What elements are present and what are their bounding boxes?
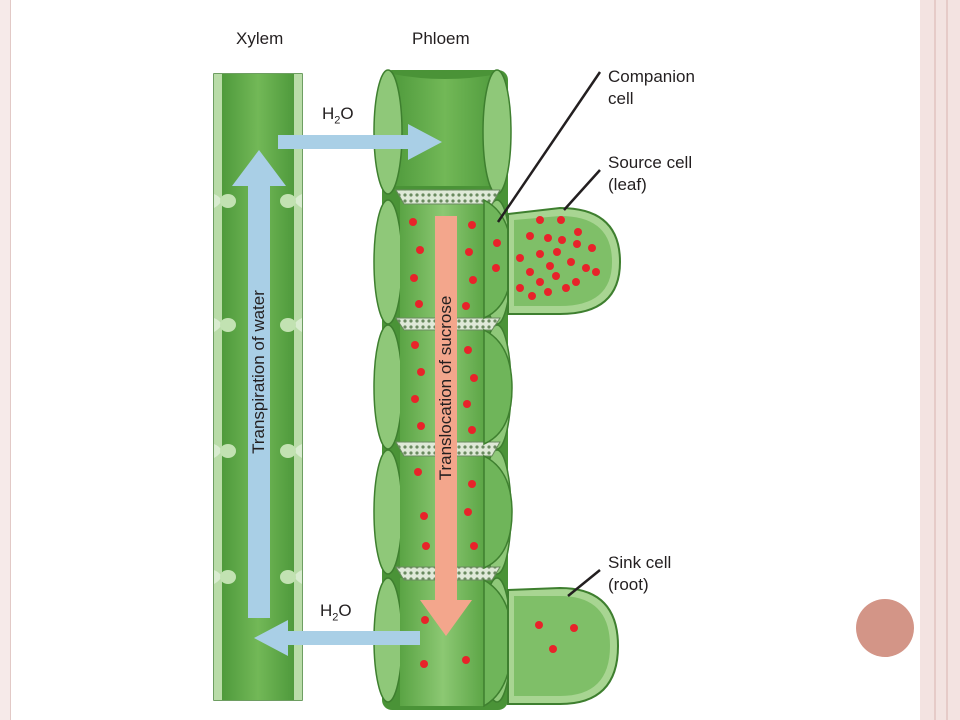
sucrose-dots — [409, 216, 600, 668]
source-cell — [507, 206, 622, 315]
companion-cell-label-line2: cell — [608, 89, 634, 108]
companion-cell-label-line1: Companion — [608, 67, 695, 86]
source-cell-label-line2: (leaf) — [608, 175, 647, 194]
xylem-label: Xylem — [236, 29, 284, 48]
sink-cell-label-line2: (root) — [608, 575, 649, 594]
companion-cell-label: Companion cell — [608, 66, 695, 110]
water-label-top: H2O — [322, 103, 354, 131]
slide-left-border — [0, 0, 11, 720]
water-label-bottom-sub: 2 — [332, 611, 339, 624]
water-label-bottom: H2O — [320, 600, 352, 628]
water-label-bottom-h: H — [320, 601, 333, 620]
leader-lines — [496, 71, 602, 597]
water-label-top-sub: 2 — [334, 114, 341, 127]
sucrose-arrow-icon — [420, 216, 472, 636]
water-arrow-icon — [232, 124, 442, 656]
translocation-label: Translocation of sucrose — [436, 295, 455, 481]
transpiration-label: Transpiration of water — [249, 290, 268, 454]
accent-circle — [856, 599, 914, 657]
sink-cell-label: Sink cell (root) — [608, 552, 671, 596]
phloem-label: Phloem — [412, 29, 470, 48]
source-cell-label: Source cell (leaf) — [608, 152, 692, 196]
water-label-top-o: O — [340, 104, 354, 123]
water-label-top-h: H — [322, 104, 335, 123]
source-cell-label-line1: Source cell — [608, 153, 693, 172]
companion-cells — [483, 198, 513, 708]
sink-cell-label-line1: Sink cell — [608, 553, 672, 572]
water-label-bottom-o: O — [338, 601, 352, 620]
slide-right-border — [920, 0, 960, 720]
sink-cell — [507, 586, 620, 705]
